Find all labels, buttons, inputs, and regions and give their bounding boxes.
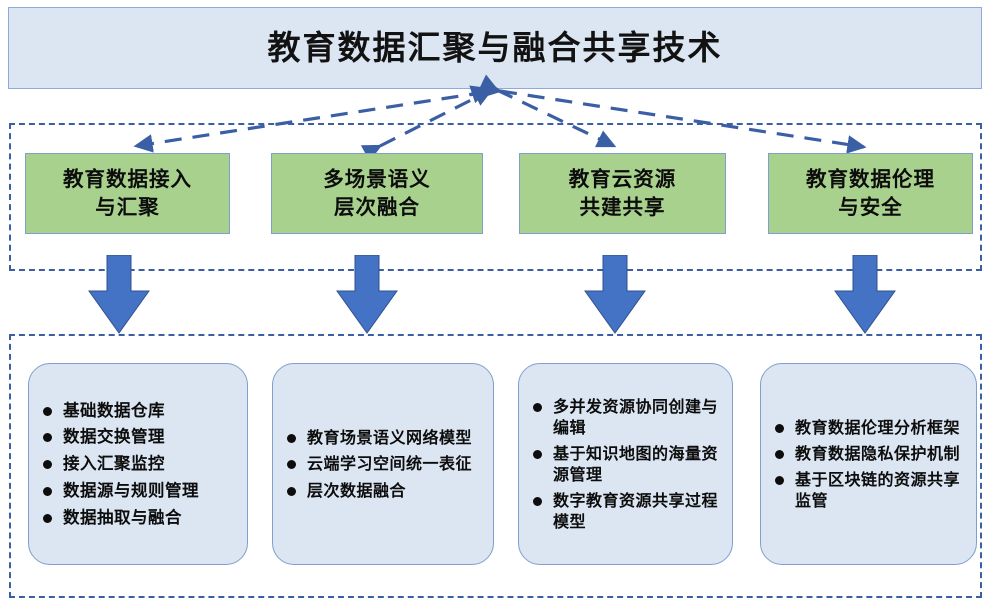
pillar-label-0-line1: 教育数据接入 (63, 166, 192, 191)
diagram-title-box: 教育数据汇聚与融合共享技术 (8, 7, 982, 89)
pillar-label-2-line1: 教育云资源 (568, 166, 677, 191)
page-title: 教育数据汇聚与融合共享技术 (267, 27, 723, 67)
pillar-box-3[interactable]: 教育数据伦理 与安全 (768, 153, 973, 234)
down-arrow-icon-1 (336, 255, 398, 334)
list-item: 云端学习空间统一表征 (287, 453, 481, 474)
down-arrow-icon-2 (584, 255, 646, 334)
down-arrow-icon-3 (834, 255, 896, 334)
pillar-label-3-line1: 教育数据伦理 (806, 166, 935, 191)
bullet-dot-icon (43, 460, 52, 470)
bullet-dot-icon (775, 423, 784, 433)
list-item: 基于知识地图的海量资源管理 (533, 443, 720, 485)
bullet-dot-icon (533, 402, 542, 412)
list-item: 数据交换管理 (43, 426, 235, 448)
pillar-label-2: 教育云资源 共建共享 (569, 166, 677, 221)
list-item: 教育数据伦理分析框架 (775, 417, 964, 438)
list-item: 多并发资源协同创建与编辑 (533, 396, 720, 438)
details-group-container (9, 334, 982, 598)
list-item: 数据抽取与融合 (43, 507, 235, 529)
list-item: 教育数据隐私保护机制 (775, 443, 964, 464)
detail-card-0[interactable]: 基础数据仓库 数据交换管理 接入汇聚监控 数据源与规则管理 数据抽取与融合 (28, 363, 248, 565)
detail-card-1[interactable]: 教育场景语义网络模型 云端学习空间统一表征 层次数据融合 (272, 363, 494, 565)
dashed-arrow-icon-0-head (469, 85, 491, 104)
bullet-dot-icon (775, 476, 784, 485)
bullet-dot-icon (533, 449, 542, 459)
bullet-dot-icon (287, 434, 296, 444)
bullet-dot-icon (533, 497, 542, 507)
list-item: 数字教育资源共享过程模型 (533, 490, 720, 532)
list-item: 层次数据融合 (287, 480, 481, 501)
bullet-dot-icon (43, 486, 52, 496)
pillar-label-0: 教育数据接入 与汇聚 (63, 166, 192, 221)
list-item: 教育场景语义网络模型 (287, 427, 481, 448)
detail-list-0: 基础数据仓库 数据交换管理 接入汇聚监控 数据源与规则管理 数据抽取与融合 (29, 400, 247, 529)
list-item: 数据源与规则管理 (43, 480, 235, 502)
bullet-dot-icon (287, 486, 296, 496)
pillar-label-0-line2: 与汇聚 (95, 194, 160, 219)
detail-list-3: 教育数据伦理分析框架 教育数据隐私保护机制 基于区块链的资源共享监管 (761, 417, 976, 511)
bullet-dot-icon (775, 449, 784, 459)
pillar-box-2[interactable]: 教育云资源 共建共享 (519, 153, 726, 234)
list-item: 基础数据仓库 (43, 400, 235, 422)
bullet-dot-icon (43, 513, 52, 523)
pillars-group-container (9, 123, 982, 271)
pillar-box-0[interactable]: 教育数据接入 与汇聚 (25, 153, 230, 234)
detail-card-3[interactable]: 教育数据伦理分析框架 教育数据隐私保护机制 基于区块链的资源共享监管 (760, 363, 977, 565)
bullet-dot-icon (43, 433, 52, 443)
list-item: 接入汇聚监控 (43, 453, 235, 475)
detail-card-2[interactable]: 多并发资源协同创建与编辑 基于知识地图的海量资源管理 数字教育资源共享过程模型 (518, 363, 733, 565)
pillar-label-2-line2: 共建共享 (579, 194, 666, 219)
list-item: 基于区块链的资源共享监管 (775, 469, 964, 511)
down-arrow-icon-0 (88, 255, 150, 334)
pillar-box-1[interactable]: 多场景语义 层次融合 (271, 153, 483, 234)
bullet-dot-icon (43, 406, 52, 416)
bullet-dot-icon (287, 460, 296, 470)
detail-list-2: 多并发资源协同创建与编辑 基于知识地图的海量资源管理 数字教育资源共享过程模型 (519, 396, 732, 533)
detail-list-1: 教育场景语义网络模型 云端学习空间统一表征 层次数据融合 (273, 427, 493, 500)
pillar-label-3-line2: 与安全 (838, 194, 903, 219)
pillar-label-1: 多场景语义 层次融合 (323, 166, 431, 221)
pillar-label-1-line2: 层次融合 (334, 194, 420, 219)
pillar-label-3: 教育数据伦理 与安全 (806, 166, 935, 221)
pillar-label-1-line1: 多场景语义 (323, 166, 431, 191)
